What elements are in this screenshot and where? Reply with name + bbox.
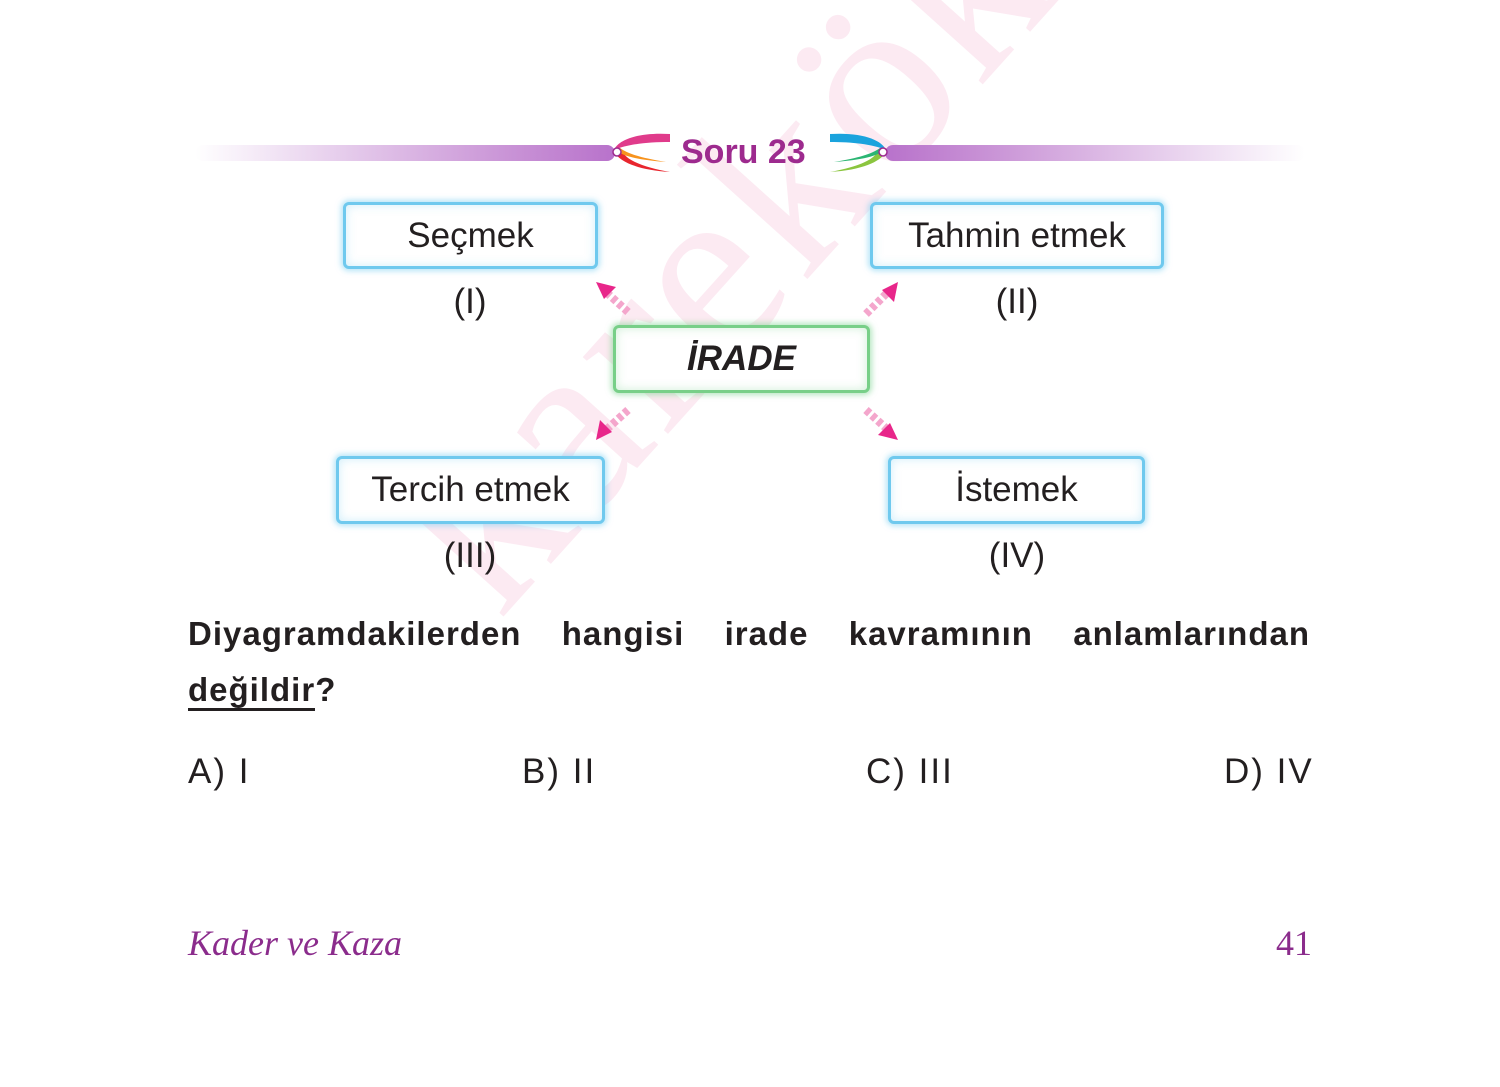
header-line-right	[885, 145, 1305, 161]
arrow-to-tahmin-etmek-icon	[863, 282, 898, 317]
option-b[interactable]: B) II	[522, 752, 597, 791]
right-swoosh-icon	[830, 133, 888, 172]
footer-section-title: Kader ve Kaza	[188, 923, 402, 963]
center-label: İRADE	[687, 339, 796, 378]
node-box-2: Tahmin etmek	[870, 202, 1164, 269]
center-box: İRADE	[613, 325, 870, 393]
question-text: Diyagramdakilerden hangisi irade kavramı…	[188, 606, 1310, 718]
node-box-4: İstemek	[888, 456, 1145, 524]
node-roman-3: (III)	[443, 536, 497, 575]
option-c[interactable]: C) III	[866, 752, 954, 791]
option-d[interactable]: D) IV	[1224, 752, 1314, 791]
arrow-to-tercih-etmek-icon	[596, 407, 631, 440]
question-line-2: değildir?	[188, 662, 1310, 718]
question-end: ?	[315, 671, 337, 708]
node-label-tahmin-etmek: Tahmin etmek	[908, 215, 1126, 255]
question-word: kavramının	[848, 615, 1033, 652]
node-roman-1: (I)	[453, 282, 487, 321]
question-word: Diyagramdakilerden	[188, 615, 522, 652]
node-box-1: Seçmek	[343, 202, 598, 269]
page-number: 41	[1276, 923, 1312, 963]
node-roman-2: (II)	[995, 282, 1039, 321]
node-box-3: Tercih etmek	[336, 456, 605, 524]
left-swoosh-icon	[612, 133, 670, 172]
header-line-left	[195, 145, 615, 161]
question-word: anlamlarından	[1073, 615, 1310, 652]
node-roman-4: (IV)	[988, 536, 1046, 575]
arrow-to-istemek-icon	[863, 407, 898, 440]
question-word: irade	[724, 615, 809, 652]
node-label-istemek: İstemek	[955, 470, 1078, 509]
question-line-1: Diyagramdakilerden hangisi irade kavramı…	[188, 606, 1310, 662]
option-a[interactable]: A) I	[188, 752, 251, 791]
question-emphasis: değildir	[188, 671, 316, 711]
question-number-title: Soru 23	[681, 133, 806, 171]
node-label-secmek: Seçmek	[407, 215, 534, 255]
arrow-to-secmek-icon	[596, 282, 631, 315]
question-word: hangisi	[561, 615, 685, 652]
node-label-tercih-etmek: Tercih etmek	[371, 470, 570, 509]
